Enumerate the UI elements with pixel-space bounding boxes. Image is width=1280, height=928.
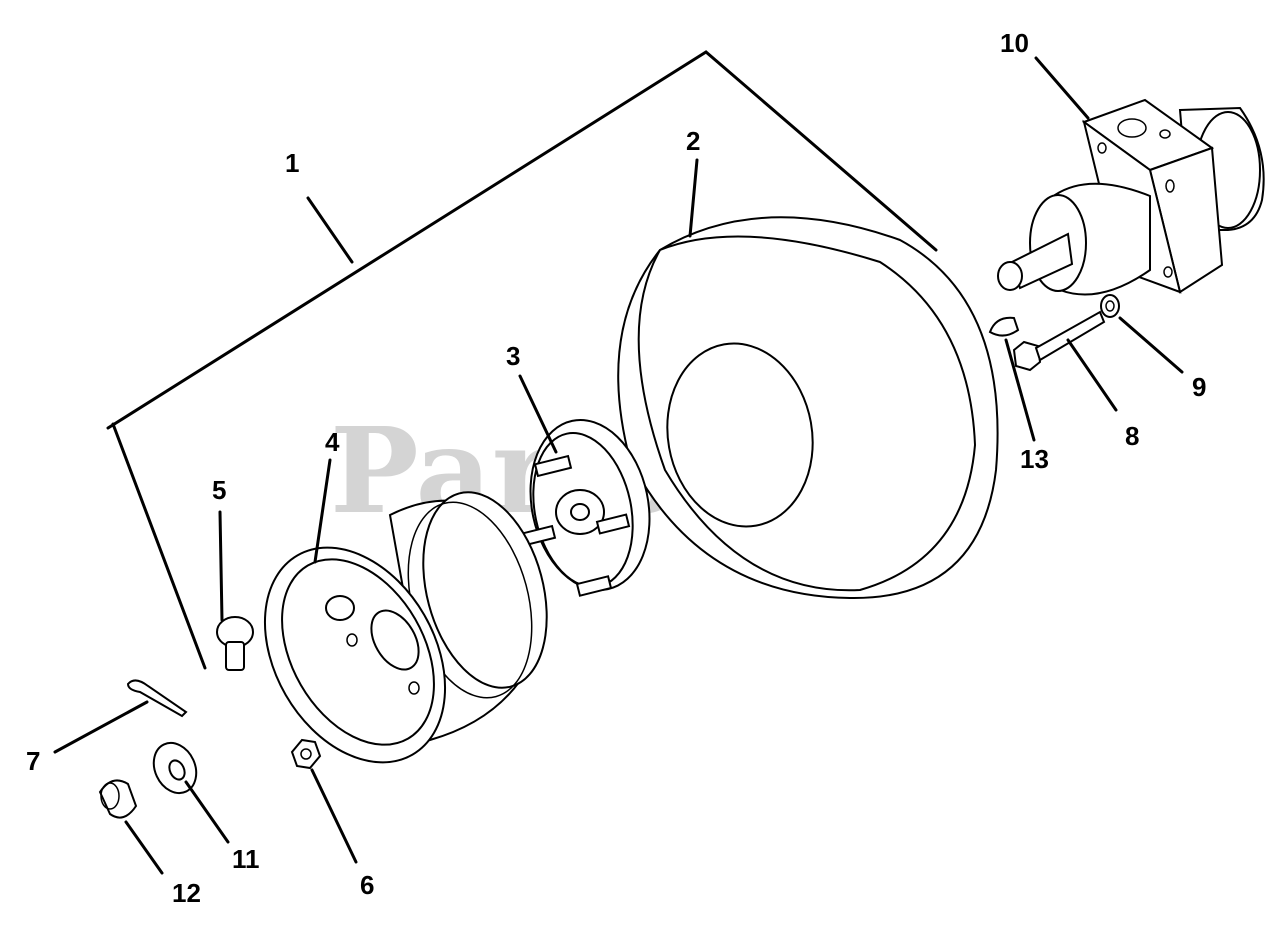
- part-nut: [290, 738, 322, 770]
- part-castle-nut: [98, 779, 138, 819]
- callout-8: 8: [1125, 421, 1139, 451]
- callout-3: 3: [506, 341, 520, 371]
- part-valve-stem: [216, 616, 254, 671]
- callout-5: 5: [212, 475, 226, 505]
- callout-9: 9: [1192, 372, 1206, 402]
- callout-4: 4: [325, 427, 340, 457]
- part-bolt: [1012, 310, 1106, 372]
- part-cotter-pin: [126, 679, 188, 718]
- assembly-bracket: [106, 50, 938, 670]
- callout-6: 6: [360, 870, 374, 900]
- callout-13: 13: [1020, 444, 1049, 474]
- part-key: [988, 316, 1020, 337]
- part-hub: [517, 419, 651, 597]
- callout-labels: 1 2 3 4 5 6 7 8 9 10 11 12 13: [26, 28, 1206, 908]
- callout-7: 7: [26, 746, 40, 776]
- part-tire: [617, 216, 999, 600]
- callout-1: 1: [285, 148, 299, 178]
- callout-12: 12: [172, 878, 201, 908]
- callout-11: 11: [232, 844, 260, 874]
- leader-lines: [53, 56, 1184, 875]
- part-rim: [263, 491, 548, 764]
- callout-2: 2: [686, 126, 700, 156]
- callout-10: 10: [1000, 28, 1029, 58]
- part-washer: [152, 741, 198, 795]
- part-motor: [997, 98, 1265, 296]
- part-small-washer: [1100, 294, 1120, 318]
